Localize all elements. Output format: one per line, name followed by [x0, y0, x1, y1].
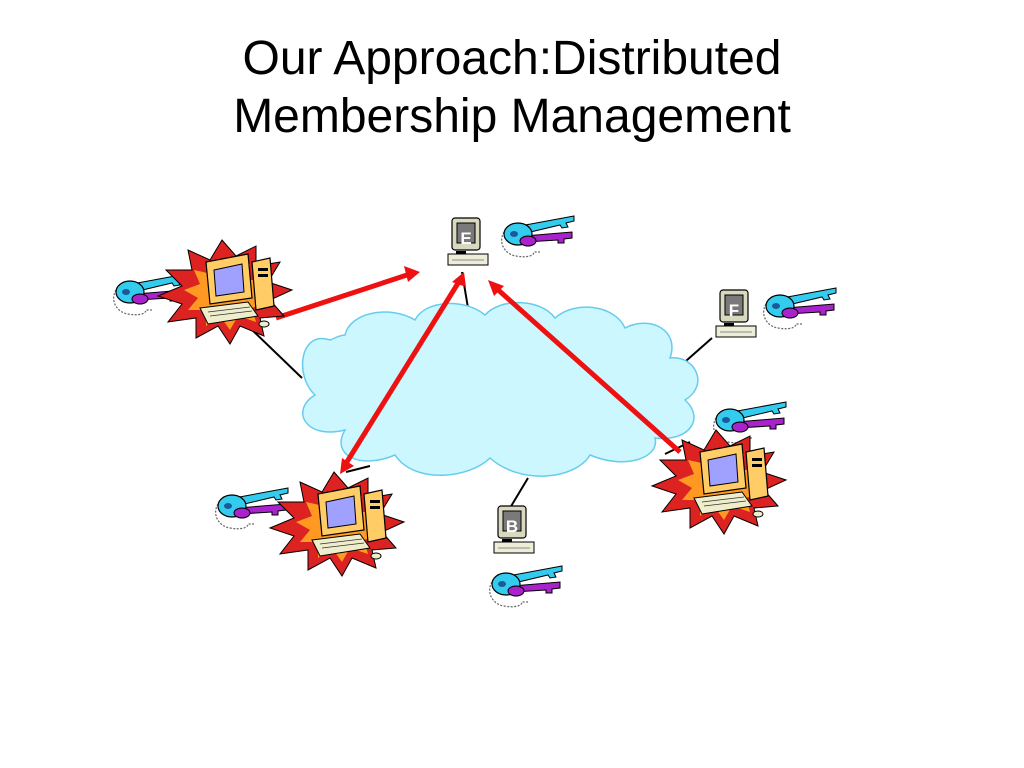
key-icon	[763, 287, 837, 330]
server-b-letter: B	[506, 517, 518, 536]
computer-burst-icon	[157, 239, 293, 345]
server-e: E	[447, 217, 489, 266]
key-icon	[501, 215, 575, 258]
server-b: B	[493, 505, 535, 554]
page-title: Our Approach:Distributed Membership Mana…	[0, 30, 1024, 146]
key-icon	[215, 487, 289, 530]
member-computer-bottom-left	[269, 471, 405, 577]
title-line-1: Our Approach:Distributed	[242, 32, 782, 85]
member-computer-top-left	[157, 239, 293, 345]
message-arrows	[275, 266, 682, 474]
computer-burst-icon	[269, 471, 405, 577]
title-line-2: Membership Management	[233, 90, 791, 143]
key-icon	[489, 565, 563, 608]
server-f-letter: F	[729, 301, 739, 320]
server-f: F	[715, 289, 757, 338]
network-cloud	[301, 301, 699, 477]
server-e-letter: E	[460, 229, 471, 248]
